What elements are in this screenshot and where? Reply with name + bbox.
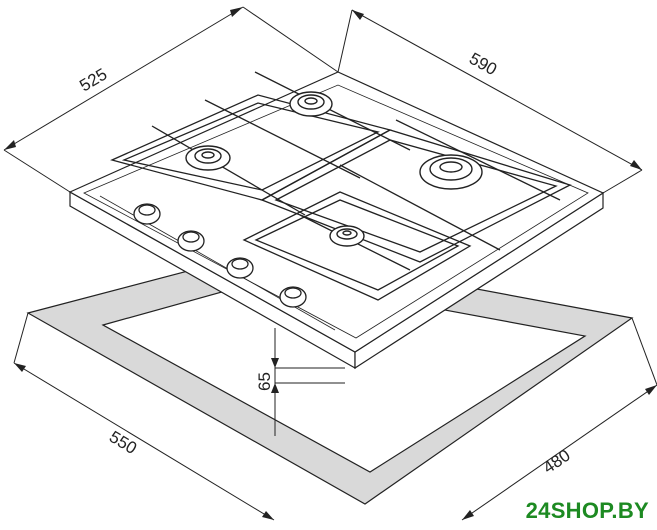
control-knobs — [133, 203, 307, 308]
burner-rear — [289, 91, 333, 117]
dim-label-65: 65 — [255, 372, 274, 391]
dim-label-480: 480 — [540, 446, 574, 478]
knob-3 — [226, 257, 254, 279]
burner-large-right — [419, 154, 483, 190]
watermark-logo: 24SHOP.BY — [525, 498, 649, 523]
burner-front — [329, 225, 365, 247]
dimension-lines — [3, 6, 657, 521]
dim-label-550: 550 — [106, 427, 140, 458]
hob-body — [68, 71, 605, 370]
burner-left — [185, 145, 231, 171]
dim-label-525: 525 — [76, 65, 110, 96]
dim-label-590: 590 — [466, 49, 500, 79]
dimension-arrowheads — [4, 7, 657, 520]
knob-4 — [279, 286, 307, 308]
knob-1 — [133, 203, 161, 225]
knob-2 — [177, 230, 205, 252]
